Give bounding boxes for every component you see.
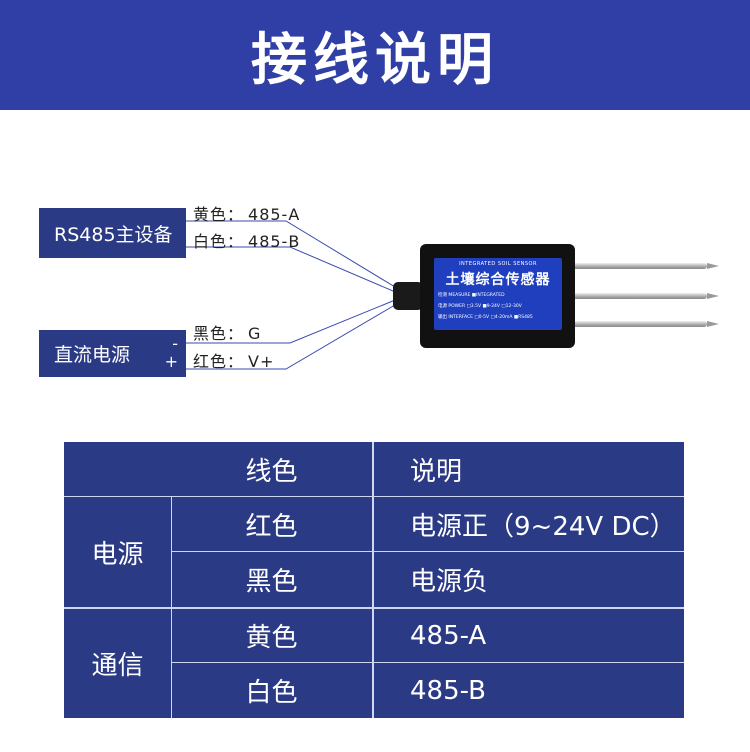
sensor-spec-line: 电源 POWER □3.5V ■9-24V □12-30V xyxy=(438,304,522,309)
wire-signal: G xyxy=(248,324,262,343)
rs485-master-label: RS485主设备 xyxy=(54,223,173,246)
rs485-master-box: RS485主设备 xyxy=(39,208,186,258)
wiring-table: 线色 说明 电源 红色 电源正（9~24V DC） 黑色 电源负 通信 黄色 4… xyxy=(64,442,684,718)
sensor-nameplate: INTEGRATED SOIL SENSOR 土壤综合传感器 检测 MEASUR… xyxy=(434,258,562,330)
wire-lines xyxy=(186,220,401,370)
wire-yellow xyxy=(186,220,401,291)
wire-signal: V+ xyxy=(248,352,275,371)
table-cell-color: 白色 xyxy=(245,678,298,708)
table-cell-color: 黑色 xyxy=(245,567,298,597)
table-divider xyxy=(171,662,684,663)
sensor-probe-top xyxy=(575,263,719,269)
table-cell-desc: 电源正（9~24V DC） xyxy=(410,511,676,542)
sensor-probe-middle xyxy=(575,293,719,299)
group-label-power: 电源 xyxy=(91,539,144,570)
group-label-comm: 通信 xyxy=(91,651,144,681)
dc-power-box: 直流电源 - + xyxy=(39,330,186,377)
sensor-spec-line: 检测 MEASURE ■INTEGRATED xyxy=(438,293,505,298)
wire-label-white: 白色：485-B xyxy=(193,228,300,252)
wire-red xyxy=(186,301,401,370)
page-title: 接线说明 xyxy=(251,27,499,93)
soil-sensor-body: INTEGRATED SOIL SENSOR 土壤综合传感器 检测 MEASUR… xyxy=(420,244,575,348)
minus-sign: - xyxy=(172,334,178,353)
header-banner: 接线说明 xyxy=(0,0,750,110)
dc-power-label: 直流电源 xyxy=(54,344,131,366)
wire-color-name: 黄色： xyxy=(193,205,245,224)
wire-signal: 485-A xyxy=(248,205,301,224)
table-cell-desc: 电源负 xyxy=(410,567,489,597)
wire-color-name: 黑色： xyxy=(193,324,245,343)
wire-white xyxy=(186,246,401,295)
table-header-color: 线色 xyxy=(245,456,298,487)
table-divider xyxy=(64,496,684,497)
wire-color-name: 红色： xyxy=(193,352,245,371)
sensor-name: 土壤综合传感器 xyxy=(445,272,551,288)
table-divider xyxy=(64,607,684,609)
wire-black xyxy=(186,297,401,344)
plus-sign: + xyxy=(164,352,178,371)
wire-signal: 485-B xyxy=(248,232,301,251)
table-divider xyxy=(372,442,374,718)
table-divider xyxy=(171,551,684,552)
table-cell-color: 黄色 xyxy=(245,623,298,653)
sensor-subtitle: INTEGRATED SOIL SENSOR xyxy=(459,261,537,267)
table-cell-color: 红色 xyxy=(245,511,298,542)
wire-label-yellow: 黄色：485-A xyxy=(193,201,300,225)
table-header-desc: 说明 xyxy=(410,456,463,487)
cable-gland xyxy=(393,282,423,310)
wire-color-name: 白色： xyxy=(193,232,245,251)
wire-label-red: 红色：V+ xyxy=(193,348,274,372)
wire-label-black: 黑色：G xyxy=(193,320,261,344)
sensor-probe-bottom xyxy=(575,321,719,327)
wiring-diagram: RS485主设备 直流电源 - + 黄色：485-A 白色：485-B 黑色：G… xyxy=(0,110,750,440)
table-cell-desc: 485-A xyxy=(410,620,487,651)
sensor-spec-line: 输出 INTERFACE □0-5V □4-20mA ■RS485 xyxy=(438,315,533,320)
table-cell-desc: 485-B xyxy=(410,675,486,706)
